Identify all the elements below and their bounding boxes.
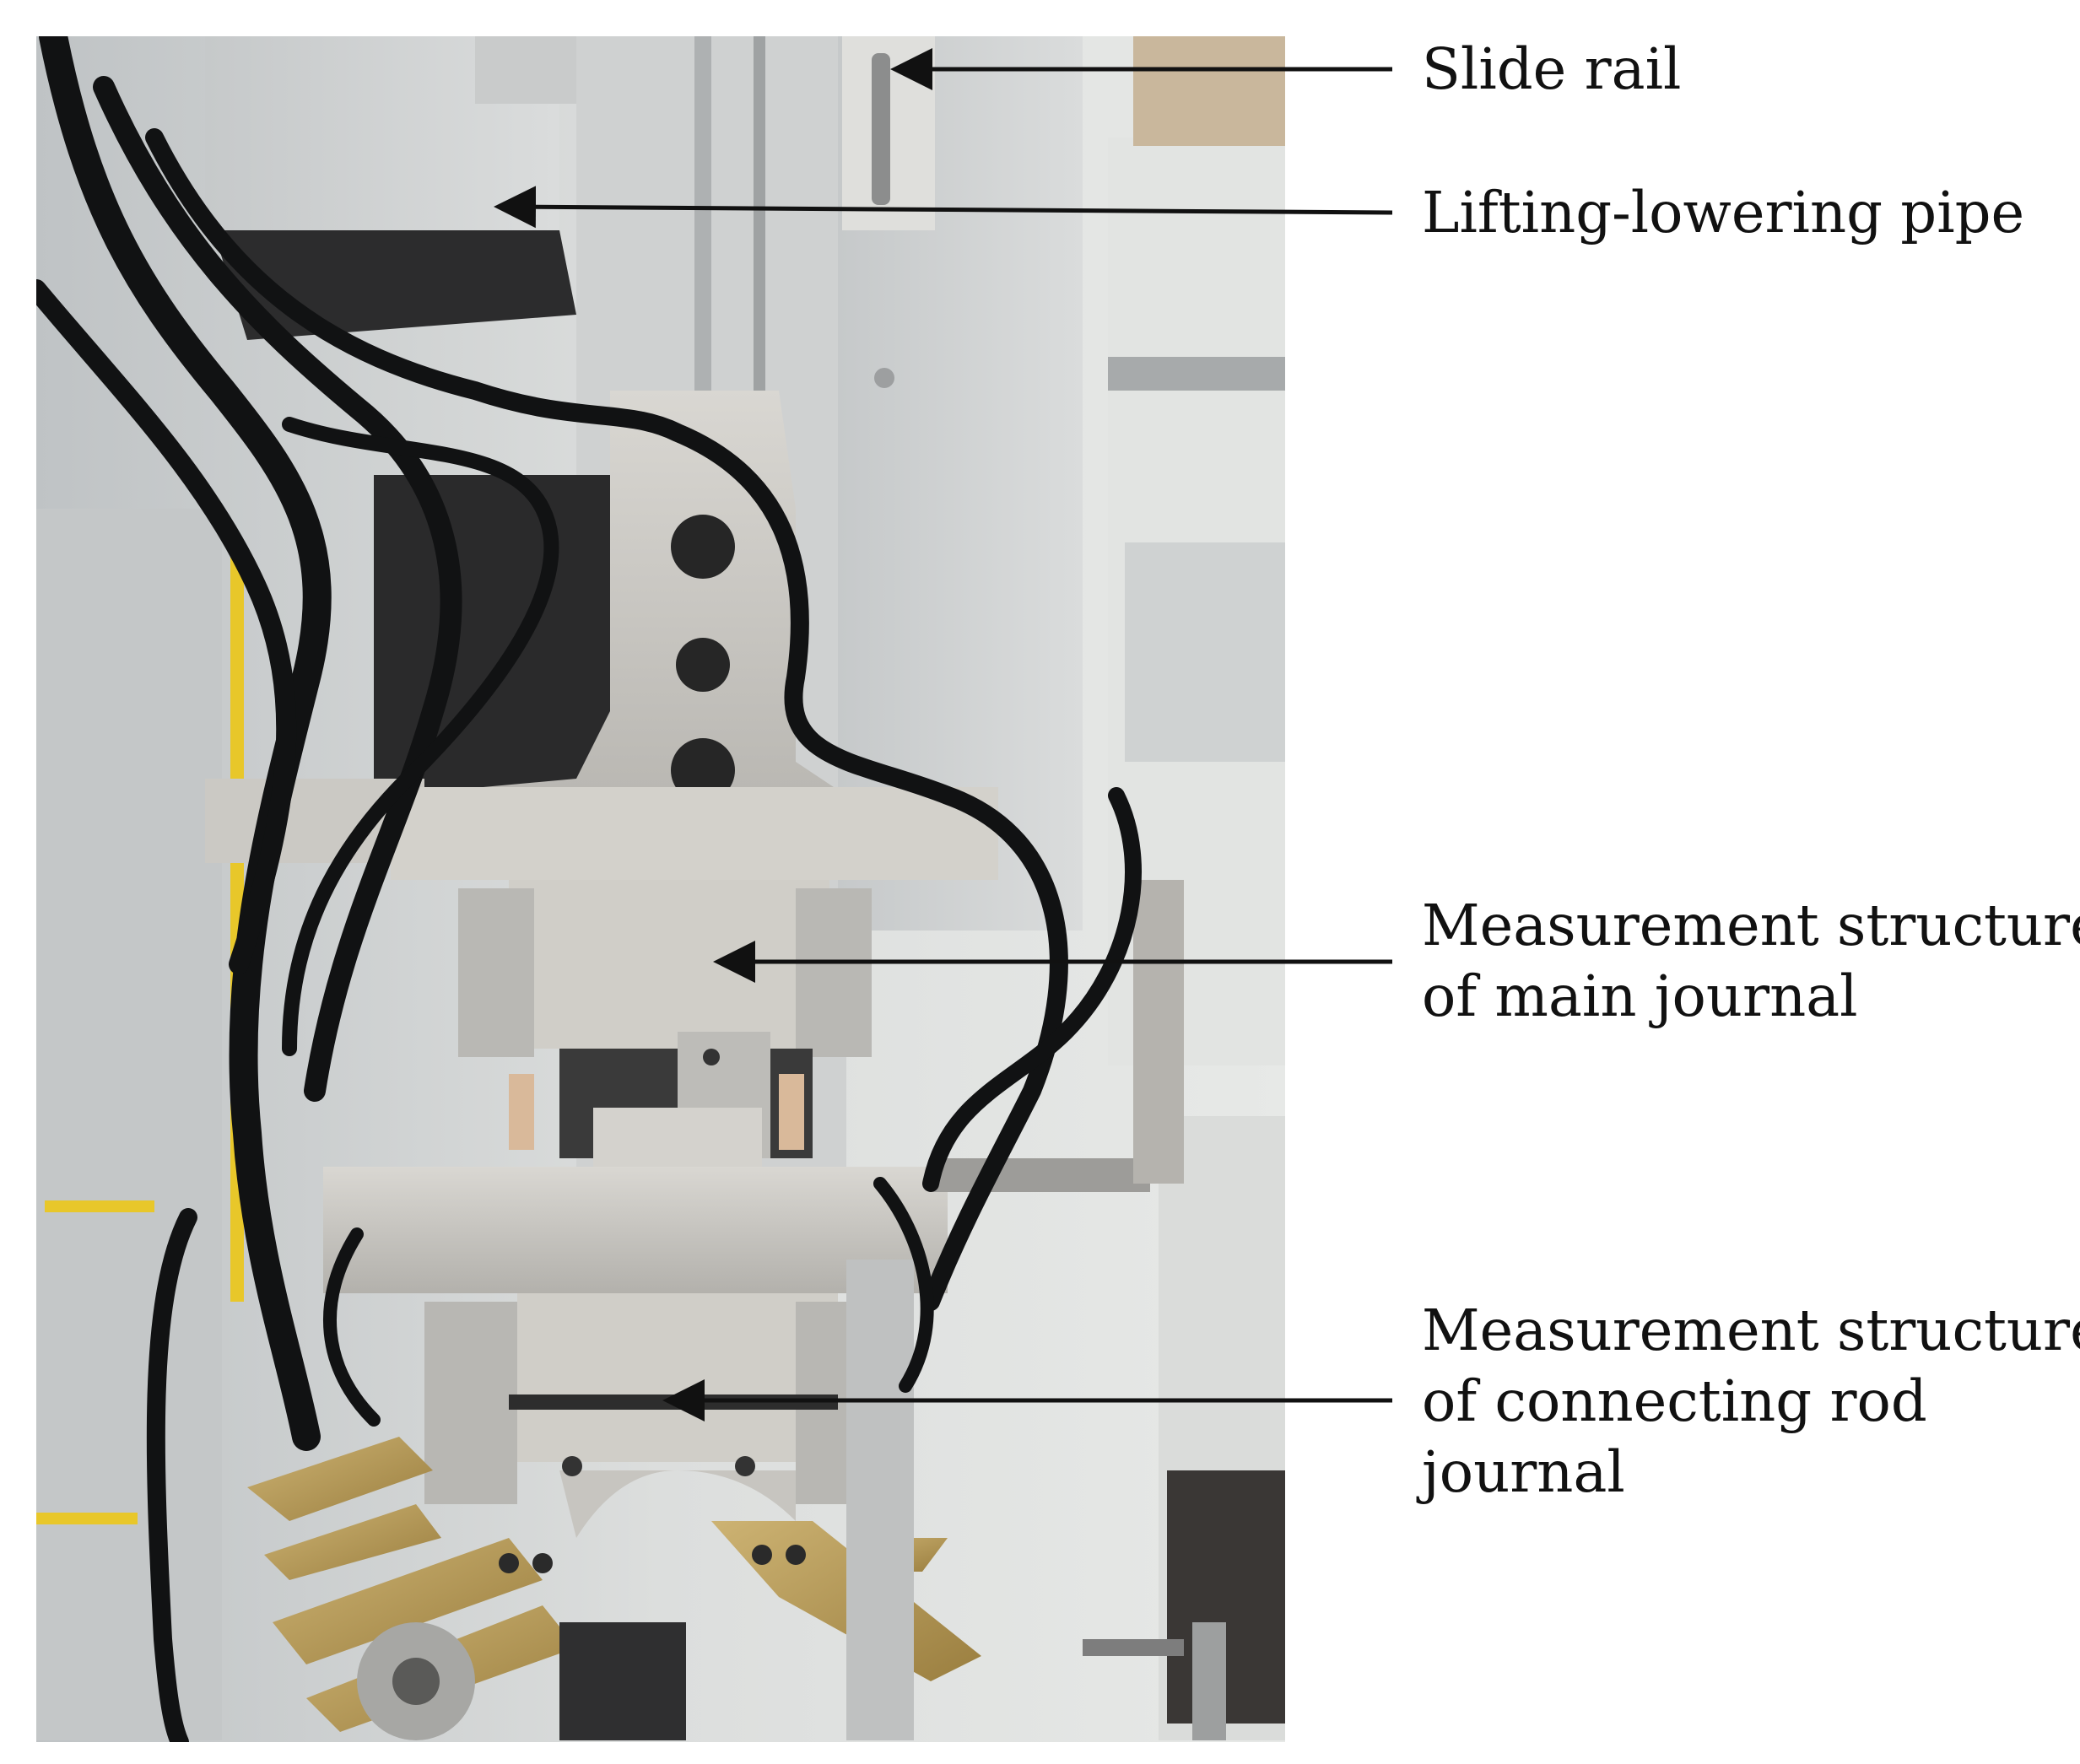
label-main-journal-line-1: Measurement structure [1422, 893, 2080, 958]
main-journal-block [509, 880, 829, 1049]
label-connecting-rod-journal-line-2: of connecting rod [1422, 1368, 1927, 1434]
left-jaw [247, 1437, 433, 1521]
label-main-journal: Measurement structure of main journal [1422, 890, 2080, 1032]
label-lifting-lowering-pipe: Lifting-lowering pipe [1422, 177, 2024, 248]
cable-bundle [39, 36, 332, 1451]
lower-steel-bar [323, 1167, 948, 1293]
label-connecting-rod-journal-line-3: journal [1422, 1439, 1625, 1505]
label-connecting-rod-journal-line-1: Measurement structure [1422, 1297, 2080, 1363]
label-slide-rail: Slide rail [1422, 34, 1681, 105]
main-bracket [391, 391, 973, 880]
machine-photo [36, 36, 1285, 1742]
label-lifting-lowering-pipe-line-1: Lifting-lowering pipe [1422, 180, 2025, 245]
rod-journal-block [517, 1293, 838, 1462]
label-slide-rail-line-1: Slide rail [1422, 36, 1682, 102]
label-main-journal-line-2: of main journal [1422, 963, 1858, 1029]
label-connecting-rod-journal: Measurement structure of connecting rod … [1422, 1295, 2080, 1508]
